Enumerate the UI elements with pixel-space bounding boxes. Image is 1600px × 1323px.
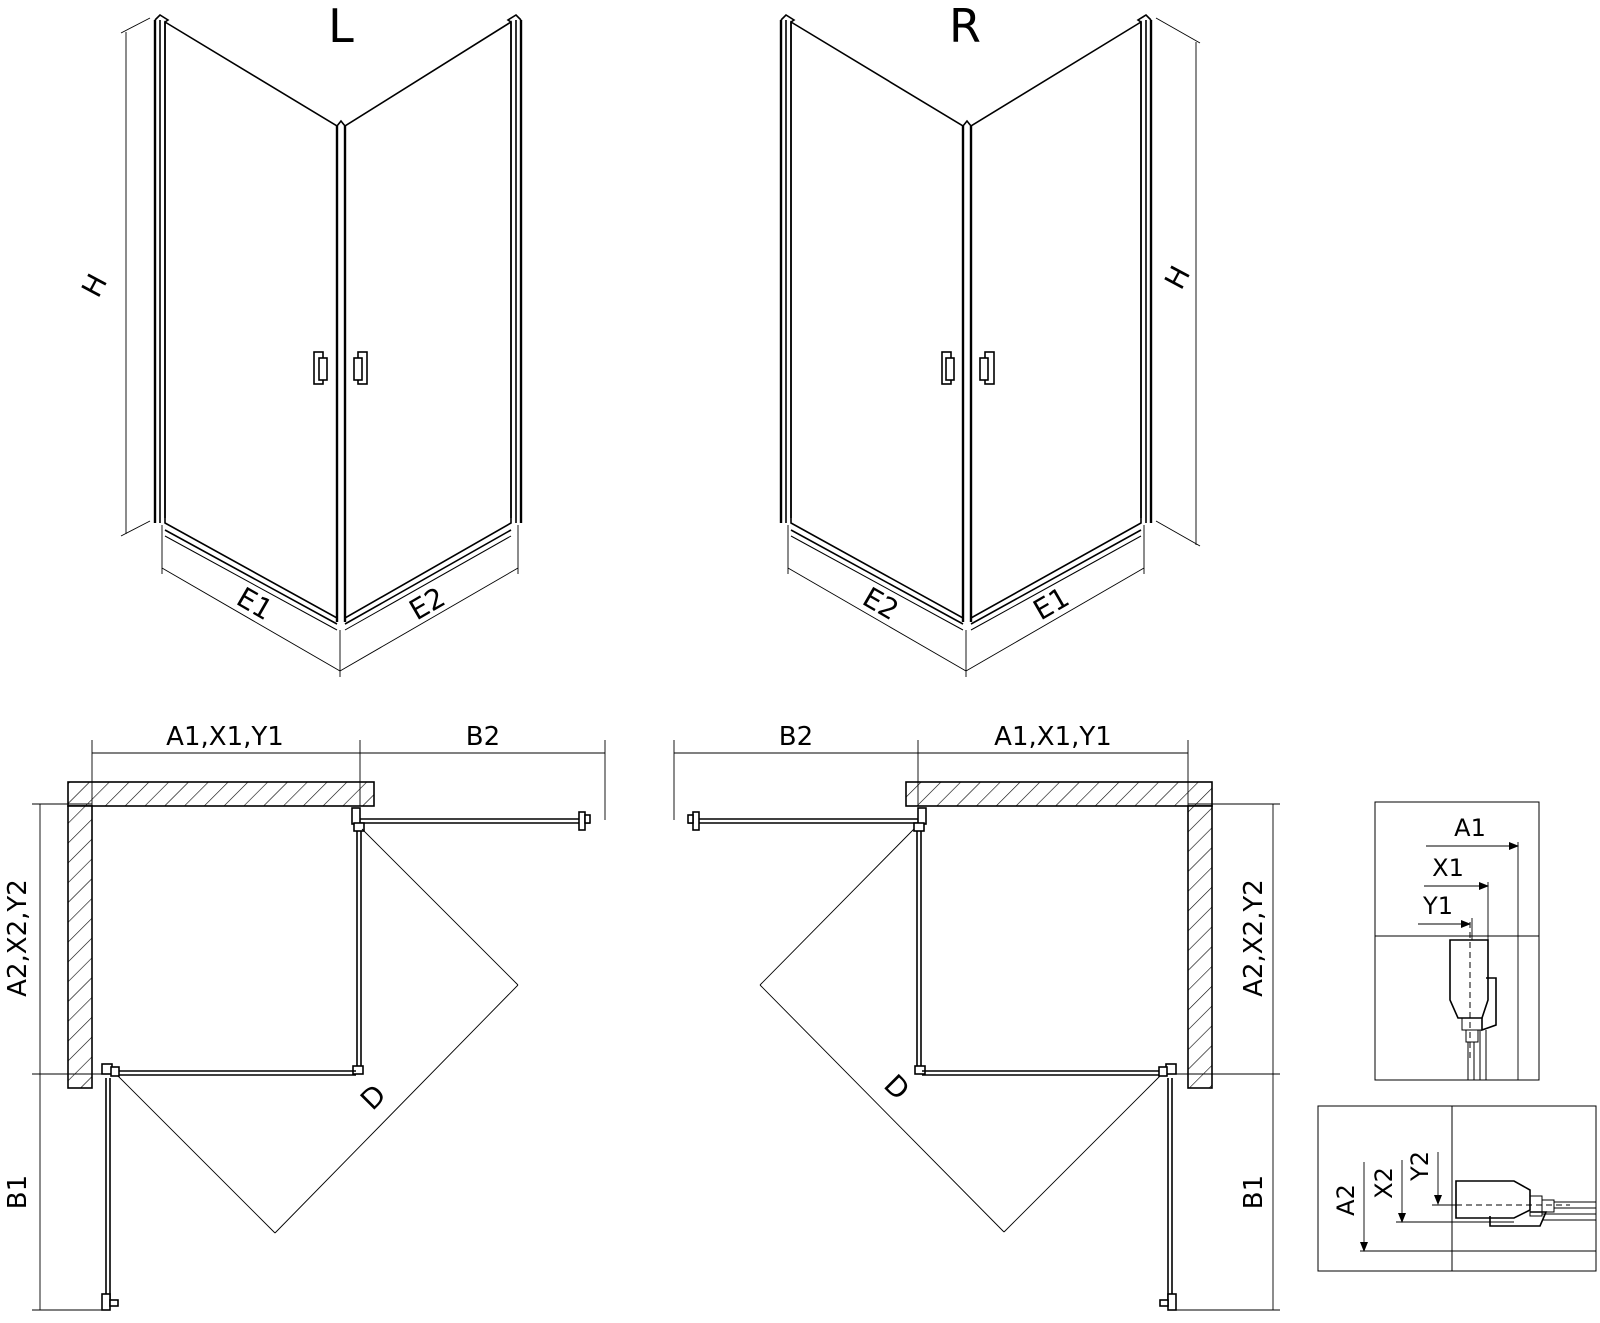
detail-dim-y2: Y2 xyxy=(1406,1151,1456,1206)
detail-dim-a2: A2 xyxy=(1332,1162,1596,1252)
dim-a2x2y2-right: A2,X2,Y2 xyxy=(1168,803,1280,1075)
svg-text:E1: E1 xyxy=(1028,581,1075,627)
dim-b1-right: B1 xyxy=(1168,1074,1280,1311)
handle-right-icon xyxy=(353,351,368,385)
svg-text:B2: B2 xyxy=(779,722,813,752)
door-seal xyxy=(335,119,347,622)
view-title-right: R xyxy=(949,0,981,53)
right-wall-profile xyxy=(506,13,523,523)
profile-section xyxy=(1436,1180,1596,1227)
svg-text:H: H xyxy=(75,268,114,302)
door-panel-left xyxy=(913,822,926,1075)
wall-left xyxy=(67,805,93,1089)
right-wall-profile xyxy=(1136,13,1153,523)
iso-view-right: R xyxy=(779,0,1201,677)
door-panel-bottom xyxy=(101,1063,356,1077)
dim-diagonal-left: D xyxy=(117,828,519,1234)
plan-view-left: A1,X1,Y1 B2 A2,X2,Y2 B1 xyxy=(3,722,606,1311)
wall-top xyxy=(905,781,1213,807)
svg-text:B1: B1 xyxy=(3,1175,33,1209)
svg-text:A1,X1,Y1: A1,X1,Y1 xyxy=(994,722,1112,752)
svg-text:Y2: Y2 xyxy=(1406,1151,1434,1182)
detail-dim-y1: Y1 xyxy=(1418,892,1473,940)
svg-text:A2,X2,Y2: A2,X2,Y2 xyxy=(3,879,33,997)
svg-text:H: H xyxy=(1158,260,1197,294)
dim-height-right: H xyxy=(1155,17,1201,547)
svg-text:D: D xyxy=(877,1068,916,1107)
dim-b2-left: B2 xyxy=(360,722,606,820)
door-right xyxy=(970,20,1142,631)
iso-view-left: L xyxy=(75,0,523,677)
dim-b2-right: B2 xyxy=(673,722,918,820)
door-panel-bottom xyxy=(922,1063,1177,1077)
handle-left-icon xyxy=(313,351,328,385)
svg-text:Y1: Y1 xyxy=(1422,892,1453,920)
fixed-panel-top xyxy=(687,807,927,831)
door-left xyxy=(790,20,964,631)
view-title-left: L xyxy=(328,0,354,53)
door-right xyxy=(344,20,512,631)
fixed-panel-left xyxy=(101,1078,119,1311)
svg-text:A2,X2,Y2: A2,X2,Y2 xyxy=(1239,879,1269,997)
dim-a1x1y1-left: A1,X1,Y1 xyxy=(91,722,361,806)
dim-b1-left: B1 xyxy=(3,1074,110,1311)
detail-dim-x1: X1 xyxy=(1424,854,1489,1000)
door-left xyxy=(164,20,338,631)
svg-text:A1,X1,Y1: A1,X1,Y1 xyxy=(166,722,284,752)
detail-top: A1 X1 Y1 xyxy=(1374,801,1540,1081)
svg-text:B2: B2 xyxy=(466,722,500,752)
handle-right-icon xyxy=(979,351,995,385)
dim-height-left: H xyxy=(75,17,151,537)
detail-dim-a1: A1 xyxy=(1426,814,1519,1080)
svg-text:D: D xyxy=(354,1078,393,1117)
dim-diagonal-right: D xyxy=(759,828,1161,1233)
door-panel-right xyxy=(352,822,365,1075)
dim-e1-left: E1 xyxy=(161,525,341,677)
dim-e1-right: E1 xyxy=(965,525,1145,672)
door-seal xyxy=(961,119,973,622)
detail-dim-x2: X2 xyxy=(1370,1160,1514,1223)
profile-section xyxy=(1449,922,1497,1080)
svg-text:X1: X1 xyxy=(1432,854,1464,882)
svg-text:A1: A1 xyxy=(1454,814,1486,842)
fixed-panel-right xyxy=(1159,1078,1177,1311)
svg-text:B1: B1 xyxy=(1239,1175,1269,1209)
wall-right xyxy=(1187,805,1213,1089)
detail-bottom: A2 X2 Y2 xyxy=(1317,1105,1597,1272)
wall-top xyxy=(67,781,375,807)
left-wall-profile xyxy=(153,13,170,523)
dim-a1x1y1-right: A1,X1,Y1 xyxy=(917,722,1189,806)
handle-left-icon xyxy=(941,351,955,385)
plan-view-right: A1,X1,Y1 B2 A2,X2,Y2 B1 xyxy=(673,722,1280,1311)
dim-e2-right: E2 xyxy=(787,525,967,677)
dim-a2x2y2-left: A2,X2,Y2 xyxy=(3,803,110,1075)
left-wall-profile xyxy=(779,13,796,523)
fixed-panel-top xyxy=(351,807,591,831)
svg-text:X2: X2 xyxy=(1370,1167,1398,1199)
svg-text:A2: A2 xyxy=(1332,1184,1360,1216)
